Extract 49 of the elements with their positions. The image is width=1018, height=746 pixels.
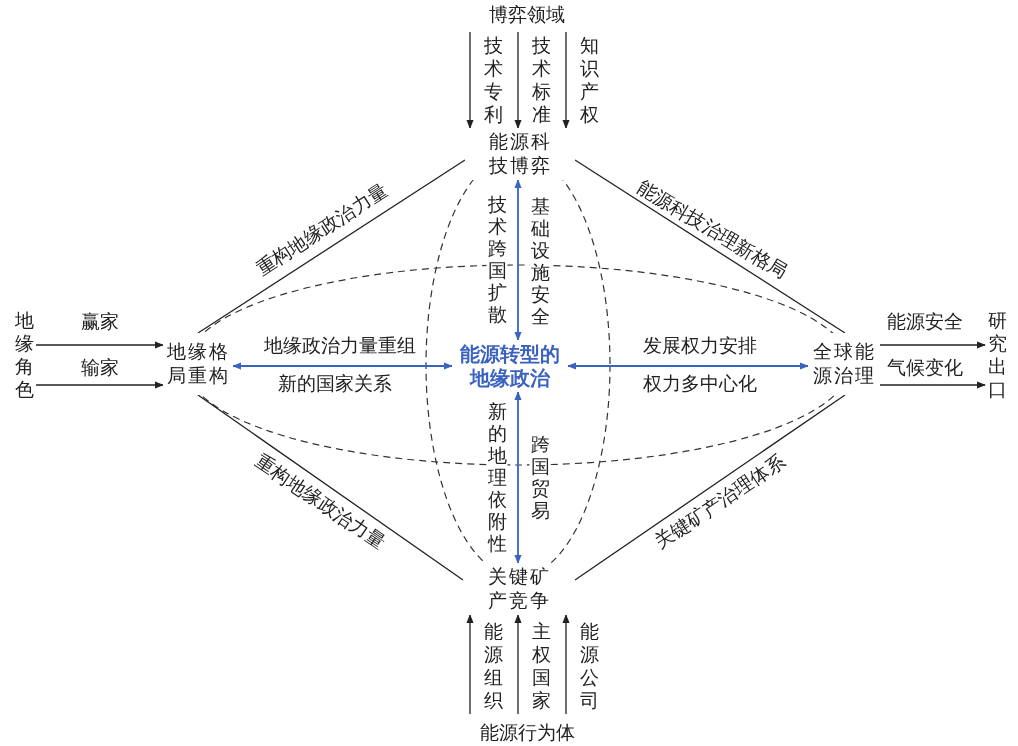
arrow: [879, 341, 986, 349]
connector-line: [574, 394, 846, 581]
heading-text: 博弈领域: [487, 4, 567, 26]
concept-node: 地缘格局重构: [163, 333, 233, 395]
node-label: 能源转型的地缘政治: [460, 343, 560, 389]
double-arrow: [567, 362, 809, 370]
node-label: 地缘格局重构: [166, 341, 230, 386]
annotation-text: 新的国家关系: [276, 373, 394, 395]
double-arrow: [514, 179, 522, 341]
arrow: [879, 381, 986, 389]
edge-label: 新的地理依附性: [486, 401, 508, 555]
vertical-text: 研究出口: [985, 305, 1009, 405]
annotation-text: 基础设施安全: [529, 196, 551, 328]
connector-line: [574, 159, 846, 334]
edge-label: 输家: [79, 357, 121, 379]
arrow: [466, 31, 474, 129]
arrow: [514, 31, 522, 129]
edge-label: 气候变化: [885, 357, 965, 379]
vertical-text: 地缘角色: [12, 305, 36, 405]
arrow: [562, 614, 570, 715]
vertical-text: 技术标准: [516, 32, 552, 128]
node-label: 全球能源治理: [812, 341, 876, 386]
arrow: [514, 614, 522, 715]
edge-label: 技术跨国扩散: [486, 194, 508, 326]
edge-label: 能源安全: [885, 311, 965, 333]
edge-label: 赢家: [79, 311, 121, 333]
arrow: [35, 341, 164, 349]
node-label: 能源科技博弈: [488, 131, 552, 176]
connector-line: [197, 159, 466, 334]
node-label: 关键矿产竞争: [487, 566, 551, 611]
edge-label: 地缘政治力量重组: [262, 335, 418, 357]
double-arrow: [232, 362, 453, 370]
vertical-text: 主权国家: [516, 618, 552, 714]
vertical-text: 能源公司: [564, 618, 600, 714]
annotation-text: 权力多中心化: [641, 373, 759, 395]
connector-line: [197, 394, 464, 581]
arrow: [466, 614, 474, 715]
annotation-text: 跨国贸易: [529, 434, 551, 522]
concept-node: 能源科技博弈: [465, 128, 575, 180]
double-arrow: [514, 391, 522, 564]
vertical-text: 知识产权: [564, 32, 600, 128]
vertical-text: 技术专利: [468, 32, 504, 128]
arrow: [562, 31, 570, 129]
central-topic: 能源转型的地缘政治: [452, 340, 568, 392]
concept-node: 关键矿产竞争: [463, 563, 575, 615]
vertical-text: 能源组织: [468, 618, 504, 714]
arrow: [35, 381, 164, 389]
edge-label: 发展权力安排: [641, 335, 759, 357]
heading-text: 能源行为体: [477, 722, 577, 744]
